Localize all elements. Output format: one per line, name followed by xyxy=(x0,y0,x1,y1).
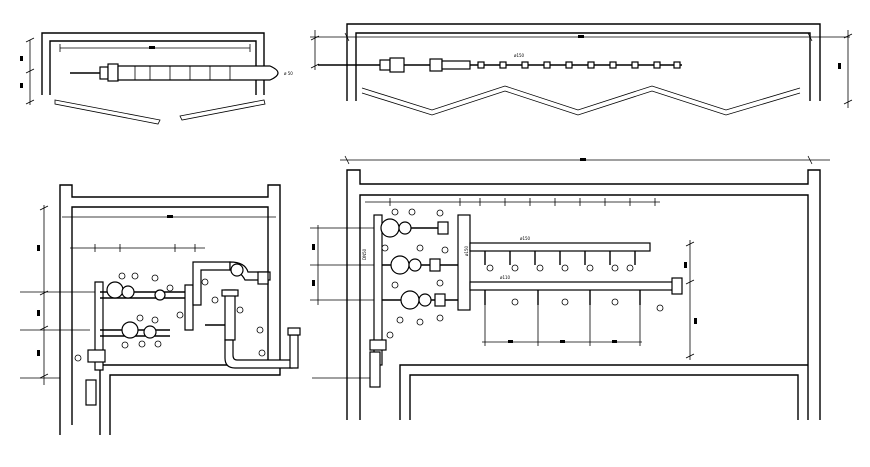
dim-tick xyxy=(39,373,49,379)
valve-body xyxy=(107,63,119,82)
flange xyxy=(221,289,239,297)
dim-tick xyxy=(25,99,35,105)
detail-top-left: ø 50 xyxy=(20,32,293,125)
dim-tick xyxy=(843,33,853,39)
tee-fitting xyxy=(87,349,106,363)
dim-label-mark xyxy=(149,46,155,49)
drain-pipe xyxy=(85,379,97,406)
dim-tick xyxy=(685,353,695,359)
pipe-couplings xyxy=(477,61,681,69)
riser-fitting xyxy=(369,339,387,351)
detail-bottom-left xyxy=(20,184,301,435)
dim-tick xyxy=(25,37,35,43)
upturn-pipe xyxy=(289,334,299,369)
dim-tick xyxy=(685,241,695,247)
dim-label-mark xyxy=(37,245,40,251)
pipe-size-label: ø150 xyxy=(514,53,525,58)
vertical-header xyxy=(457,214,471,311)
riser-pipe xyxy=(224,289,236,341)
lower-header-cap xyxy=(671,277,683,295)
wall-inner xyxy=(355,32,811,101)
riser-label: DN50 xyxy=(362,248,367,260)
dim-label-mark xyxy=(20,83,23,88)
dim-label-mark xyxy=(167,215,173,218)
dim-tick xyxy=(25,68,35,74)
valve-body xyxy=(389,57,405,73)
dim-tick xyxy=(39,325,49,331)
detail-bottom-right: DN50 ø150 ø150 xyxy=(310,155,830,420)
dim-tick xyxy=(685,279,695,285)
bottom-loop xyxy=(224,339,293,369)
dim-label-mark xyxy=(560,340,565,343)
dim-label-mark xyxy=(694,318,697,324)
callout-tags xyxy=(381,208,449,339)
riser-pipe xyxy=(94,281,104,371)
fitting xyxy=(429,58,443,72)
dim-tick xyxy=(807,155,813,165)
lower-header-drops xyxy=(484,290,664,312)
folding-doors xyxy=(361,85,801,111)
pipe-run xyxy=(117,65,279,81)
valve-wheel xyxy=(121,285,135,299)
wall-inner xyxy=(359,194,809,420)
header-size-label: ø150 xyxy=(464,245,469,256)
valve xyxy=(143,325,157,339)
pipe-section xyxy=(441,60,471,70)
end-cap xyxy=(257,271,269,285)
dim-tick xyxy=(310,63,320,69)
dim-tick xyxy=(39,205,49,211)
drain-pipe xyxy=(369,351,381,388)
dim-label-mark xyxy=(312,244,315,250)
upper-header-size-label: ø150 xyxy=(520,236,531,241)
dim-label-mark xyxy=(37,310,40,316)
lower-header-size-label: ø110 xyxy=(500,275,511,280)
dim-tick xyxy=(310,35,320,41)
wall-inner xyxy=(71,206,269,435)
upper-header-drops xyxy=(484,251,636,272)
door-right xyxy=(179,99,266,121)
dim-label-mark xyxy=(838,63,841,69)
wall-outline xyxy=(346,169,821,420)
dim-tick xyxy=(843,99,853,105)
folding-doors-inner xyxy=(361,90,801,116)
wall-step-inner xyxy=(409,374,799,420)
wall-outline xyxy=(59,184,281,435)
dim-tick xyxy=(344,32,350,42)
valve xyxy=(379,59,391,71)
dim-label-mark xyxy=(684,262,687,268)
valve-wheel xyxy=(106,281,124,299)
dim-label-mark xyxy=(612,340,617,343)
dim-tick xyxy=(807,32,813,42)
wall-step xyxy=(399,364,808,420)
dim-label-mark xyxy=(578,35,584,38)
detail-top-right: ø150 xyxy=(310,23,853,116)
upper-header xyxy=(469,242,651,252)
coupling xyxy=(230,263,244,277)
door-left xyxy=(54,99,161,125)
callout-tags xyxy=(74,272,266,362)
wall-outline xyxy=(346,23,821,101)
upturn-cap xyxy=(287,327,301,336)
vertical-pipe xyxy=(184,284,194,331)
valve-wheel xyxy=(121,321,139,339)
dim-tick xyxy=(344,155,350,165)
dim-label-mark xyxy=(312,280,315,286)
dim-label-mark xyxy=(580,158,586,161)
valve xyxy=(154,289,166,301)
pipe-size-label: ø 50 xyxy=(284,71,293,76)
wall-outline xyxy=(41,32,265,95)
dim-label-mark xyxy=(508,340,513,343)
dim-label-mark xyxy=(20,56,23,61)
dim-label-mark xyxy=(37,350,40,356)
valve-branches xyxy=(380,218,460,310)
valve xyxy=(99,66,109,80)
lower-header xyxy=(469,281,681,291)
